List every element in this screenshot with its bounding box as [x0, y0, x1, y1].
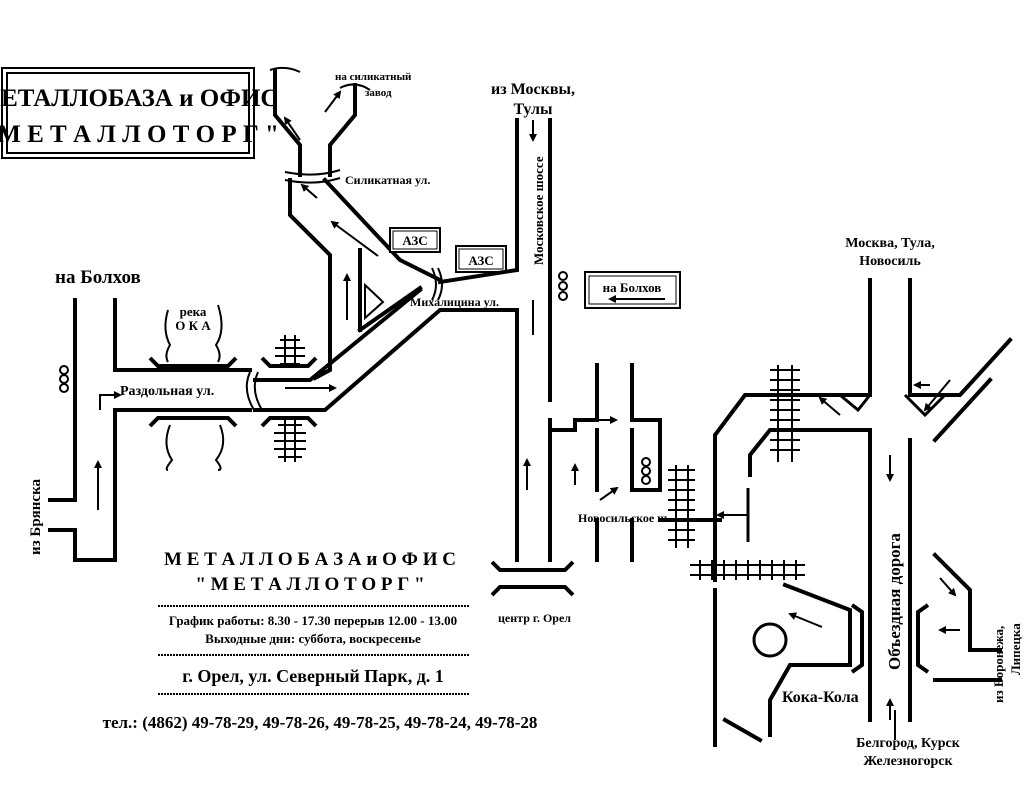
- label-river-1: река: [180, 304, 207, 319]
- label-coca-cola: Кока-Кола: [782, 689, 859, 706]
- gas-stations: АЗС АЗС: [389, 227, 507, 273]
- road-silicate: Силикатная ул. на силикатный завод: [269, 66, 443, 381]
- label-river-2: О К А: [175, 318, 211, 333]
- label-center: центр г. Орел: [498, 611, 571, 625]
- info-block: М Е Т А Л Л О Б А З А и О Ф И С " М Е Т …: [103, 549, 538, 732]
- label-to-bolkhov-box: на Болхов: [603, 280, 662, 295]
- label-silicate-st: Силикатная ул.: [345, 173, 430, 187]
- label-from-voronezh-1: из Воронежа,: [991, 626, 1006, 703]
- info-title-line1: М Е Т А Л Л О Б А З А и О Ф И С: [164, 549, 456, 570]
- info-phones: тел.: (4862) 49-78-29, 49-78-26, 49-78-2…: [103, 713, 538, 732]
- label-gas-1: АЗС: [402, 233, 427, 248]
- label-silicate-plant-2: завод: [365, 87, 392, 99]
- label-moscow-tula-2: Новосиль: [859, 254, 921, 269]
- info-address: г. Орел, ул. Северный Парк, д. 1: [182, 666, 444, 686]
- label-bypass: Объездная дорога: [885, 533, 904, 670]
- label-moscow-highway: Московское шоссе: [531, 156, 546, 265]
- label-gas-2: АЗС: [468, 253, 493, 268]
- info-days-off: Выходные дни: суббота, воскресенье: [205, 631, 421, 646]
- label-belgorod-1: Белгород, Курск: [856, 736, 961, 751]
- road-razdolnaya: Раздольная ул. на Болхов из Брянска: [28, 267, 337, 562]
- header-box: МЕТАЛЛОБАЗА и ОФИС " М Е Т А Л Л О Т О Р…: [0, 67, 279, 159]
- river-oka: река О К А: [148, 304, 318, 471]
- header-company-line1: МЕТАЛЛОБАЗА и ОФИС: [0, 85, 278, 112]
- label-silicate-plant-1: на силикатный: [335, 71, 412, 83]
- info-title-line2: " М Е Т А Л Л О Т О Р Г ": [195, 574, 424, 595]
- label-razdolnaya: Раздольная ул.: [120, 384, 214, 399]
- road-center: Новосильское ш. центр г. Орел: [490, 363, 750, 625]
- label-moscow-tula-1: Москва, Тула,: [845, 236, 935, 251]
- road-bypass: Объездная дорога Москва, Тула, Новосиль …: [713, 236, 1023, 769]
- label-novosilskoe: Новосильское ш.: [578, 511, 670, 525]
- info-schedule: График работы: 8.30 - 17.30 перерыв 12.0…: [169, 613, 457, 628]
- label-from-moscow-1: из Москвы,: [491, 81, 575, 98]
- header-company-line2: " М Е Т А Л Л О Т О Р Г ": [0, 121, 279, 148]
- label-belgorod-2: Железногорск: [863, 754, 953, 769]
- label-from-moscow-2: Тулы: [514, 101, 553, 118]
- bolkhov-sign: на Болхов: [584, 271, 681, 309]
- label-mikhalitsyna: Михалицина ул.: [410, 295, 499, 309]
- railways: [274, 335, 805, 580]
- label-from-voronezh-2: Липецка: [1008, 623, 1023, 675]
- road-mikhalitsyna: Михалицина ул.: [253, 267, 519, 412]
- label-to-bolkhov-left: на Болхов: [55, 267, 141, 288]
- road-moscow-highway: Московское шоссе из Москвы, Тулы: [437, 81, 575, 562]
- label-from-bryansk: из Брянска: [28, 478, 44, 555]
